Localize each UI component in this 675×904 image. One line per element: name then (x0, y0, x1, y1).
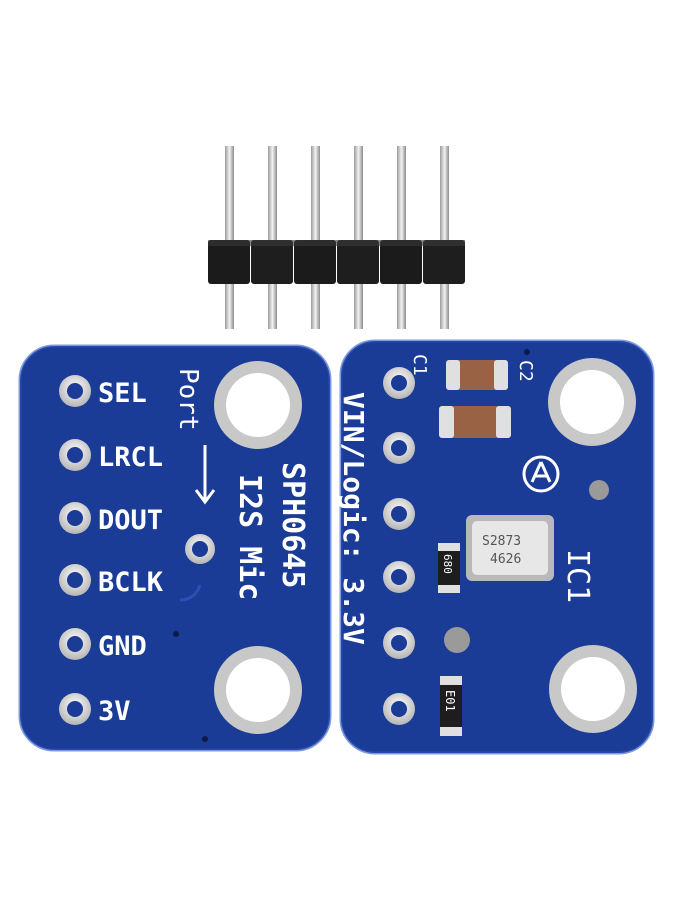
test-pad (589, 480, 609, 500)
pin-label-lrcl: LRCL (98, 442, 163, 473)
test-pad-2 (444, 627, 470, 653)
port-label: Port (173, 368, 203, 431)
right-board: VIN/Logic: 3.3V C1 C2 (337, 339, 655, 755)
microphone-chip: S2873 4626 (466, 515, 554, 581)
logo-icon (522, 455, 560, 493)
voltage-label: VIN/Logic: 3.3V (337, 392, 370, 645)
cap-label-c2: C2 (515, 360, 536, 382)
svg-text:680: 680 (441, 554, 454, 574)
board-title: SPH0645 (275, 462, 310, 588)
header-pins (225, 146, 449, 329)
pin-label-gnd: GND (98, 631, 147, 662)
chip-batch: 4626 (490, 552, 521, 567)
capacitor-c2 (439, 406, 511, 438)
cap-label-c1: C1 (409, 354, 430, 376)
chip-code: S2873 (482, 534, 521, 549)
pin-header (208, 146, 465, 329)
capacitor-c1 (446, 360, 508, 390)
resistor-top: 680 (438, 543, 460, 593)
pin-label-bclk: BCLK (98, 567, 164, 598)
left-board: SEL LRCL DOUT BCLK GND 3V Port SPH0645 (18, 344, 332, 752)
header-plastic-body (208, 240, 465, 284)
svg-text:E01: E01 (443, 690, 457, 712)
pin-label-dout: DOUT (98, 505, 163, 536)
right-pin-pads (383, 367, 415, 725)
right-mounting-holes (548, 358, 637, 733)
port-arrow-icon (194, 445, 216, 505)
pin-label-3v: 3V (98, 696, 131, 727)
ic-label: IC1 (560, 549, 595, 603)
resistor-bottom: E01 (440, 676, 462, 736)
left-pin-pads (59, 375, 91, 725)
pin-label-sel: SEL (98, 378, 147, 409)
left-mounting-holes (214, 361, 302, 734)
board-subtitle: I2S Mic (232, 474, 267, 600)
